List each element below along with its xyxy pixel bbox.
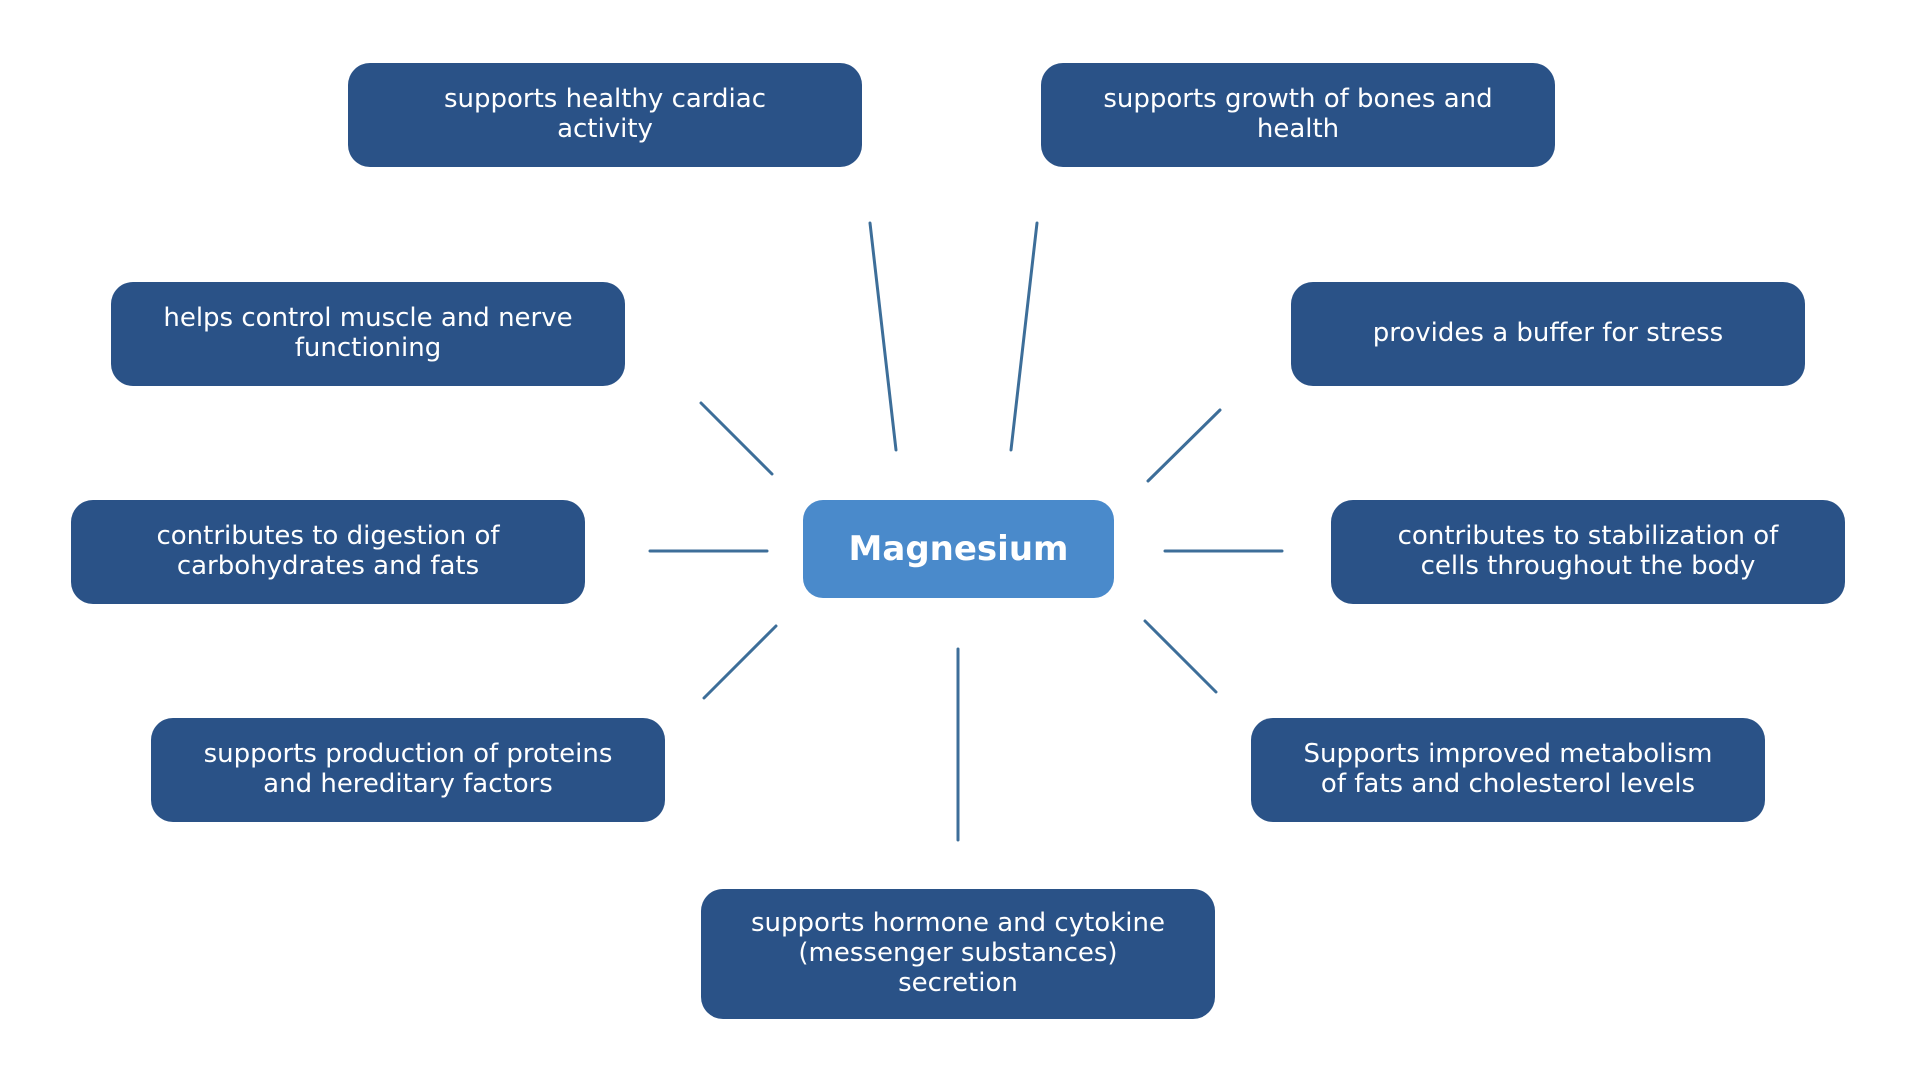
benefit-proteins: supports production of proteins and here… [151, 718, 665, 822]
benefit-proteins-label: supports production of proteins and here… [203, 739, 613, 799]
benefit-cardiac-label: supports healthy cardiac activity [443, 84, 766, 144]
benefit-stress: provides a buffer for stress [1291, 282, 1805, 386]
benefit-muscle: helps control muscle and nerve functioni… [111, 282, 625, 386]
connector-muscle [699, 401, 774, 476]
connector-lines [648, 221, 1284, 842]
benefit-hormone: supports hormone and cytokine (messenger… [701, 889, 1215, 1019]
connector-proteins [702, 624, 778, 700]
benefit-muscle-label: helps control muscle and nerve functioni… [163, 303, 573, 363]
benefit-bones-label: supports growth of bones and health [1103, 84, 1493, 144]
connector-stress [1146, 408, 1222, 483]
benefit-stress-label: provides a buffer for stress [1372, 318, 1724, 349]
center-node-label: Magnesium [848, 529, 1069, 569]
benefit-hormone-label: supports hormone and cytokine (messenger… [751, 908, 1165, 998]
connector-bones [1009, 221, 1039, 452]
benefit-metabolism-label: Supports improved metabolism of fats and… [1303, 739, 1713, 799]
benefit-cells: contributes to stabilization of cells th… [1331, 500, 1845, 604]
benefit-digestion: contributes to digestion of carbohydrate… [71, 500, 585, 604]
benefit-digestion-label: contributes to digestion of carbohydrate… [156, 521, 500, 581]
connector-cardiac [868, 221, 898, 452]
benefit-metabolism: Supports improved metabolism of fats and… [1251, 718, 1765, 822]
center-node-magnesium: Magnesium [803, 500, 1114, 598]
connector-metabolism [1143, 619, 1218, 694]
benefit-cardiac: supports healthy cardiac activity [348, 63, 862, 167]
benefit-cells-label: contributes to stabilization of cells th… [1397, 521, 1779, 581]
benefit-bones: supports growth of bones and health [1041, 63, 1555, 167]
